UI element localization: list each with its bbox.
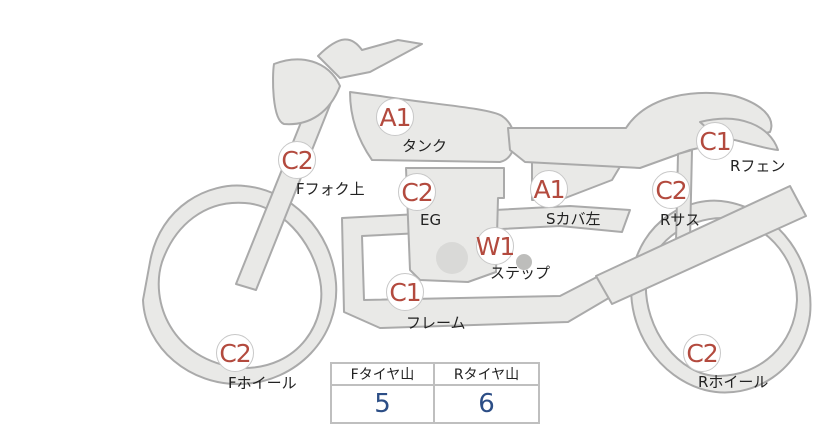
rear-tire-tread-value: 6 [478,389,495,419]
headlight-shape [272,58,341,126]
r-fender-code-marker: C1 [696,122,734,160]
front-wheel-shape [142,184,338,386]
step-code-marker: W1 [476,227,515,265]
eg-code-marker: C2 [398,173,436,211]
f-wheel-code-marker: C2 [216,334,254,372]
f-wheel-label: Fホイール [228,374,297,392]
ffork-upper-code-marker: C2 [278,141,316,179]
r-wheel-label: Rホイール [698,373,769,391]
rear-tire-tread-header: Rタイヤ山 [435,364,538,386]
r-fender-label: Rフェン [730,157,786,175]
handlebar-shape [317,38,423,79]
frame-tube-shape [341,205,637,329]
r-suspension-label: Rサス [660,211,701,229]
step-label: ステップ [490,264,551,282]
seat-shape [507,91,773,169]
step-peg-circle [516,254,532,270]
eg-label: EG [420,211,442,229]
ffork-upper-label: Fフォク上 [296,180,365,198]
tank-label: タンク [402,137,448,155]
s-cover-left-label: Sカバ左 [546,210,601,228]
front-tire-tread-header: Fタイヤ山 [332,364,435,386]
r-suspension-code-marker: C2 [652,171,690,209]
front-tire-tread-value: 5 [332,386,435,422]
r-wheel-code-marker: C2 [683,334,721,372]
frame-code-marker: C1 [386,273,424,311]
tire-tread-table: Fタイヤ山 Rタイヤ山 5 6 [330,362,540,424]
engine-cover-circle [436,242,468,274]
s-cover-left-code-marker: A1 [530,170,568,208]
muffler-shape [595,185,807,305]
frame-label: フレーム [406,314,466,332]
tank-code-marker: A1 [376,98,414,136]
